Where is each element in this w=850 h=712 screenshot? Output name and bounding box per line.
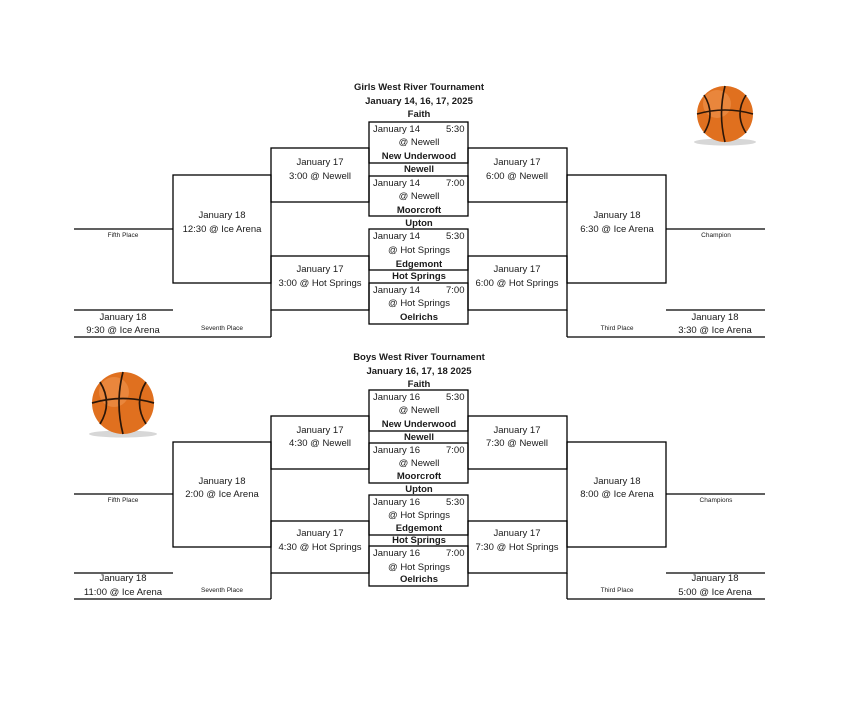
game-time: 5:30 [446,392,465,403]
game-time: 7:00 [446,445,465,456]
game-detail: 8:00 @ Ice Arena [580,489,654,500]
game-detail: 5:00 @ Ice Arena [678,587,752,598]
team-name: Edgemont [395,523,443,534]
game-detail: 9:30 @ Ice Arena [86,325,160,336]
place-label: Champion [701,232,731,239]
game-date: January 17 [296,264,344,275]
place-label: Third Place [600,587,634,594]
game-date: January 18 [691,312,739,323]
game-date: January 17 [493,425,541,436]
game-venue: @ Hot Springs [388,510,450,521]
place-label: Seventh Place [201,587,243,594]
game-time: 7:00 [446,285,465,296]
girls-dates: January 14, 16, 17, 2025 [365,96,473,107]
game-venue: @ Hot Springs [388,562,450,573]
game-detail: 4:30 @ Hot Springs [278,542,362,553]
place-label: Fifth Place [107,497,139,504]
game-date: January 17 [296,528,344,539]
game-time: 7:00 [446,178,465,189]
game-date: January 14 [373,285,421,296]
place-label: Champions [699,497,733,504]
team-name: Oelrichs [399,312,439,323]
game-date: January 17 [493,528,541,539]
game-date: January 17 [296,425,344,436]
game-detail: 11:00 @ Ice Arena [83,587,163,598]
game-date: January 16 [373,392,421,403]
team-name: Faith [407,379,431,390]
game-venue: @ Hot Springs [388,298,450,309]
game-venue: @ Newell [398,405,440,416]
game-date: January 17 [493,157,541,168]
game-date: January 18 [593,210,641,221]
game-date: January 18 [198,476,246,487]
game-date: January 17 [493,264,541,275]
game-date: January 14 [373,178,421,189]
game-time: 5:30 [446,497,465,508]
team-name: Edgemont [395,259,443,270]
team-name: Upton [405,484,433,495]
game-date: January 16 [373,497,421,508]
team-name: Upton [405,218,433,229]
place-label: Third Place [600,325,634,332]
game-date: January 14 [373,124,421,135]
game-detail: 7:30 @ Newell [486,438,548,449]
game-date: January 18 [198,210,246,221]
game-detail: 2:00 @ Ice Arena [185,489,259,500]
game-detail: 3:00 @ Hot Springs [278,278,362,289]
game-detail: 6:00 @ Hot Springs [475,278,559,289]
game-date: January 14 [373,231,421,242]
game-venue: @ Newell [398,458,440,469]
boys-title: Boys West River Tournament [353,352,485,363]
place-label: Seventh Place [201,325,243,332]
game-detail: 12:30 @ Ice Arena [182,224,262,235]
game-date: January 18 [593,476,641,487]
basketball-icon [694,85,756,146]
game-date: January 16 [373,548,421,559]
game-time: 5:30 [446,124,465,135]
basketball-icon [89,371,157,438]
game-detail: 3:00 @ Newell [289,171,351,182]
game-detail: 7:30 @ Hot Springs [475,542,559,553]
game-detail: 6:30 @ Ice Arena [580,224,654,235]
team-name: New Underwood [381,419,457,430]
game-date: January 17 [296,157,344,168]
game-time: 5:30 [446,231,465,242]
team-name: Hot Springs [392,535,446,546]
game-venue: @ Newell [398,137,440,148]
team-name: Newell [403,432,435,443]
team-name: Faith [407,109,431,120]
boys-dates: January 16, 17, 18 2025 [366,366,472,377]
game-detail: 4:30 @ Newell [289,438,351,449]
team-name: Hot Springs [392,271,446,282]
game-date: January 16 [373,445,421,456]
game-time: 7:00 [446,548,465,559]
place-label: Fifth Place [107,232,139,239]
team-name: Oelrichs [399,574,439,585]
game-date: January 18 [691,573,739,584]
game-venue: @ Hot Springs [388,245,450,256]
game-detail: 3:30 @ Ice Arena [678,325,752,336]
game-detail: 6:00 @ Newell [486,171,548,182]
team-name: Moorcroft [396,471,442,482]
team-name: Moorcroft [396,205,442,216]
girls-title: Girls West River Tournament [353,82,485,93]
game-date: January 18 [99,312,147,323]
game-date: January 18 [99,573,147,584]
game-venue: @ Newell [398,191,440,202]
team-name: New Underwood [381,151,457,162]
team-name: Newell [403,164,435,175]
